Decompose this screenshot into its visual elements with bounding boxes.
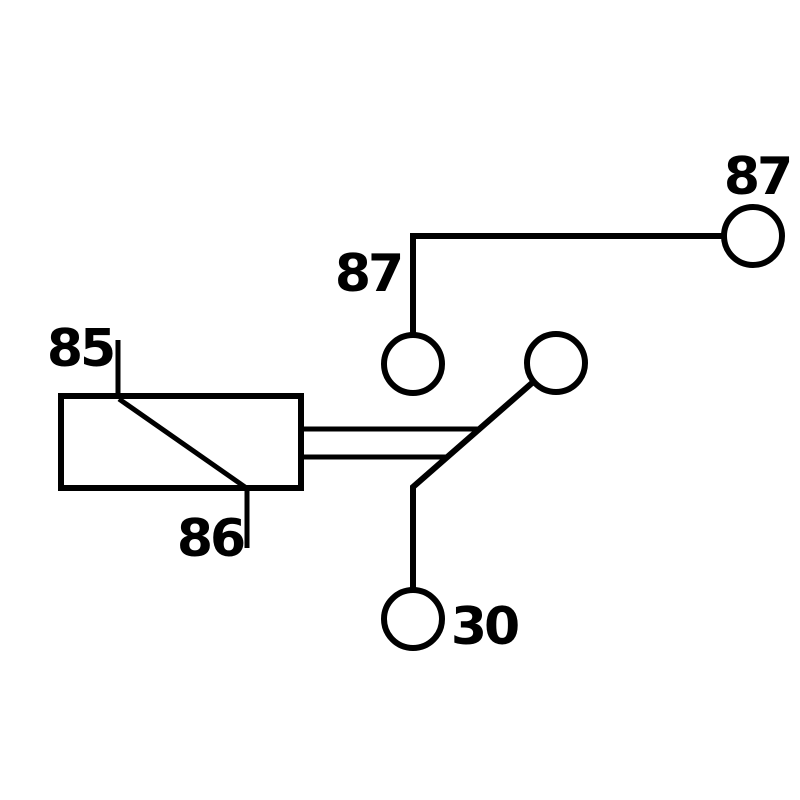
terminal-30-label: 30 <box>451 597 518 657</box>
switch-arm-wire <box>410 380 534 590</box>
switch-pivot-circle <box>524 331 588 395</box>
coil-diagonal-line <box>117 396 247 490</box>
terminal-87-right-circle <box>721 204 785 268</box>
wire-87-branch <box>410 233 724 335</box>
terminal-86-label: 86 <box>177 509 244 569</box>
terminal-87-left-circle <box>381 332 445 396</box>
terminal-85-label: 85 <box>47 319 113 379</box>
terminal-87-left-label: 87 <box>335 244 401 304</box>
diagram-lines-group: 87 87 85 86 30 <box>47 147 793 657</box>
relay-coil-box <box>58 393 304 491</box>
terminal-30-circle <box>381 587 445 651</box>
terminal-87-right-label: 87 <box>724 147 790 207</box>
